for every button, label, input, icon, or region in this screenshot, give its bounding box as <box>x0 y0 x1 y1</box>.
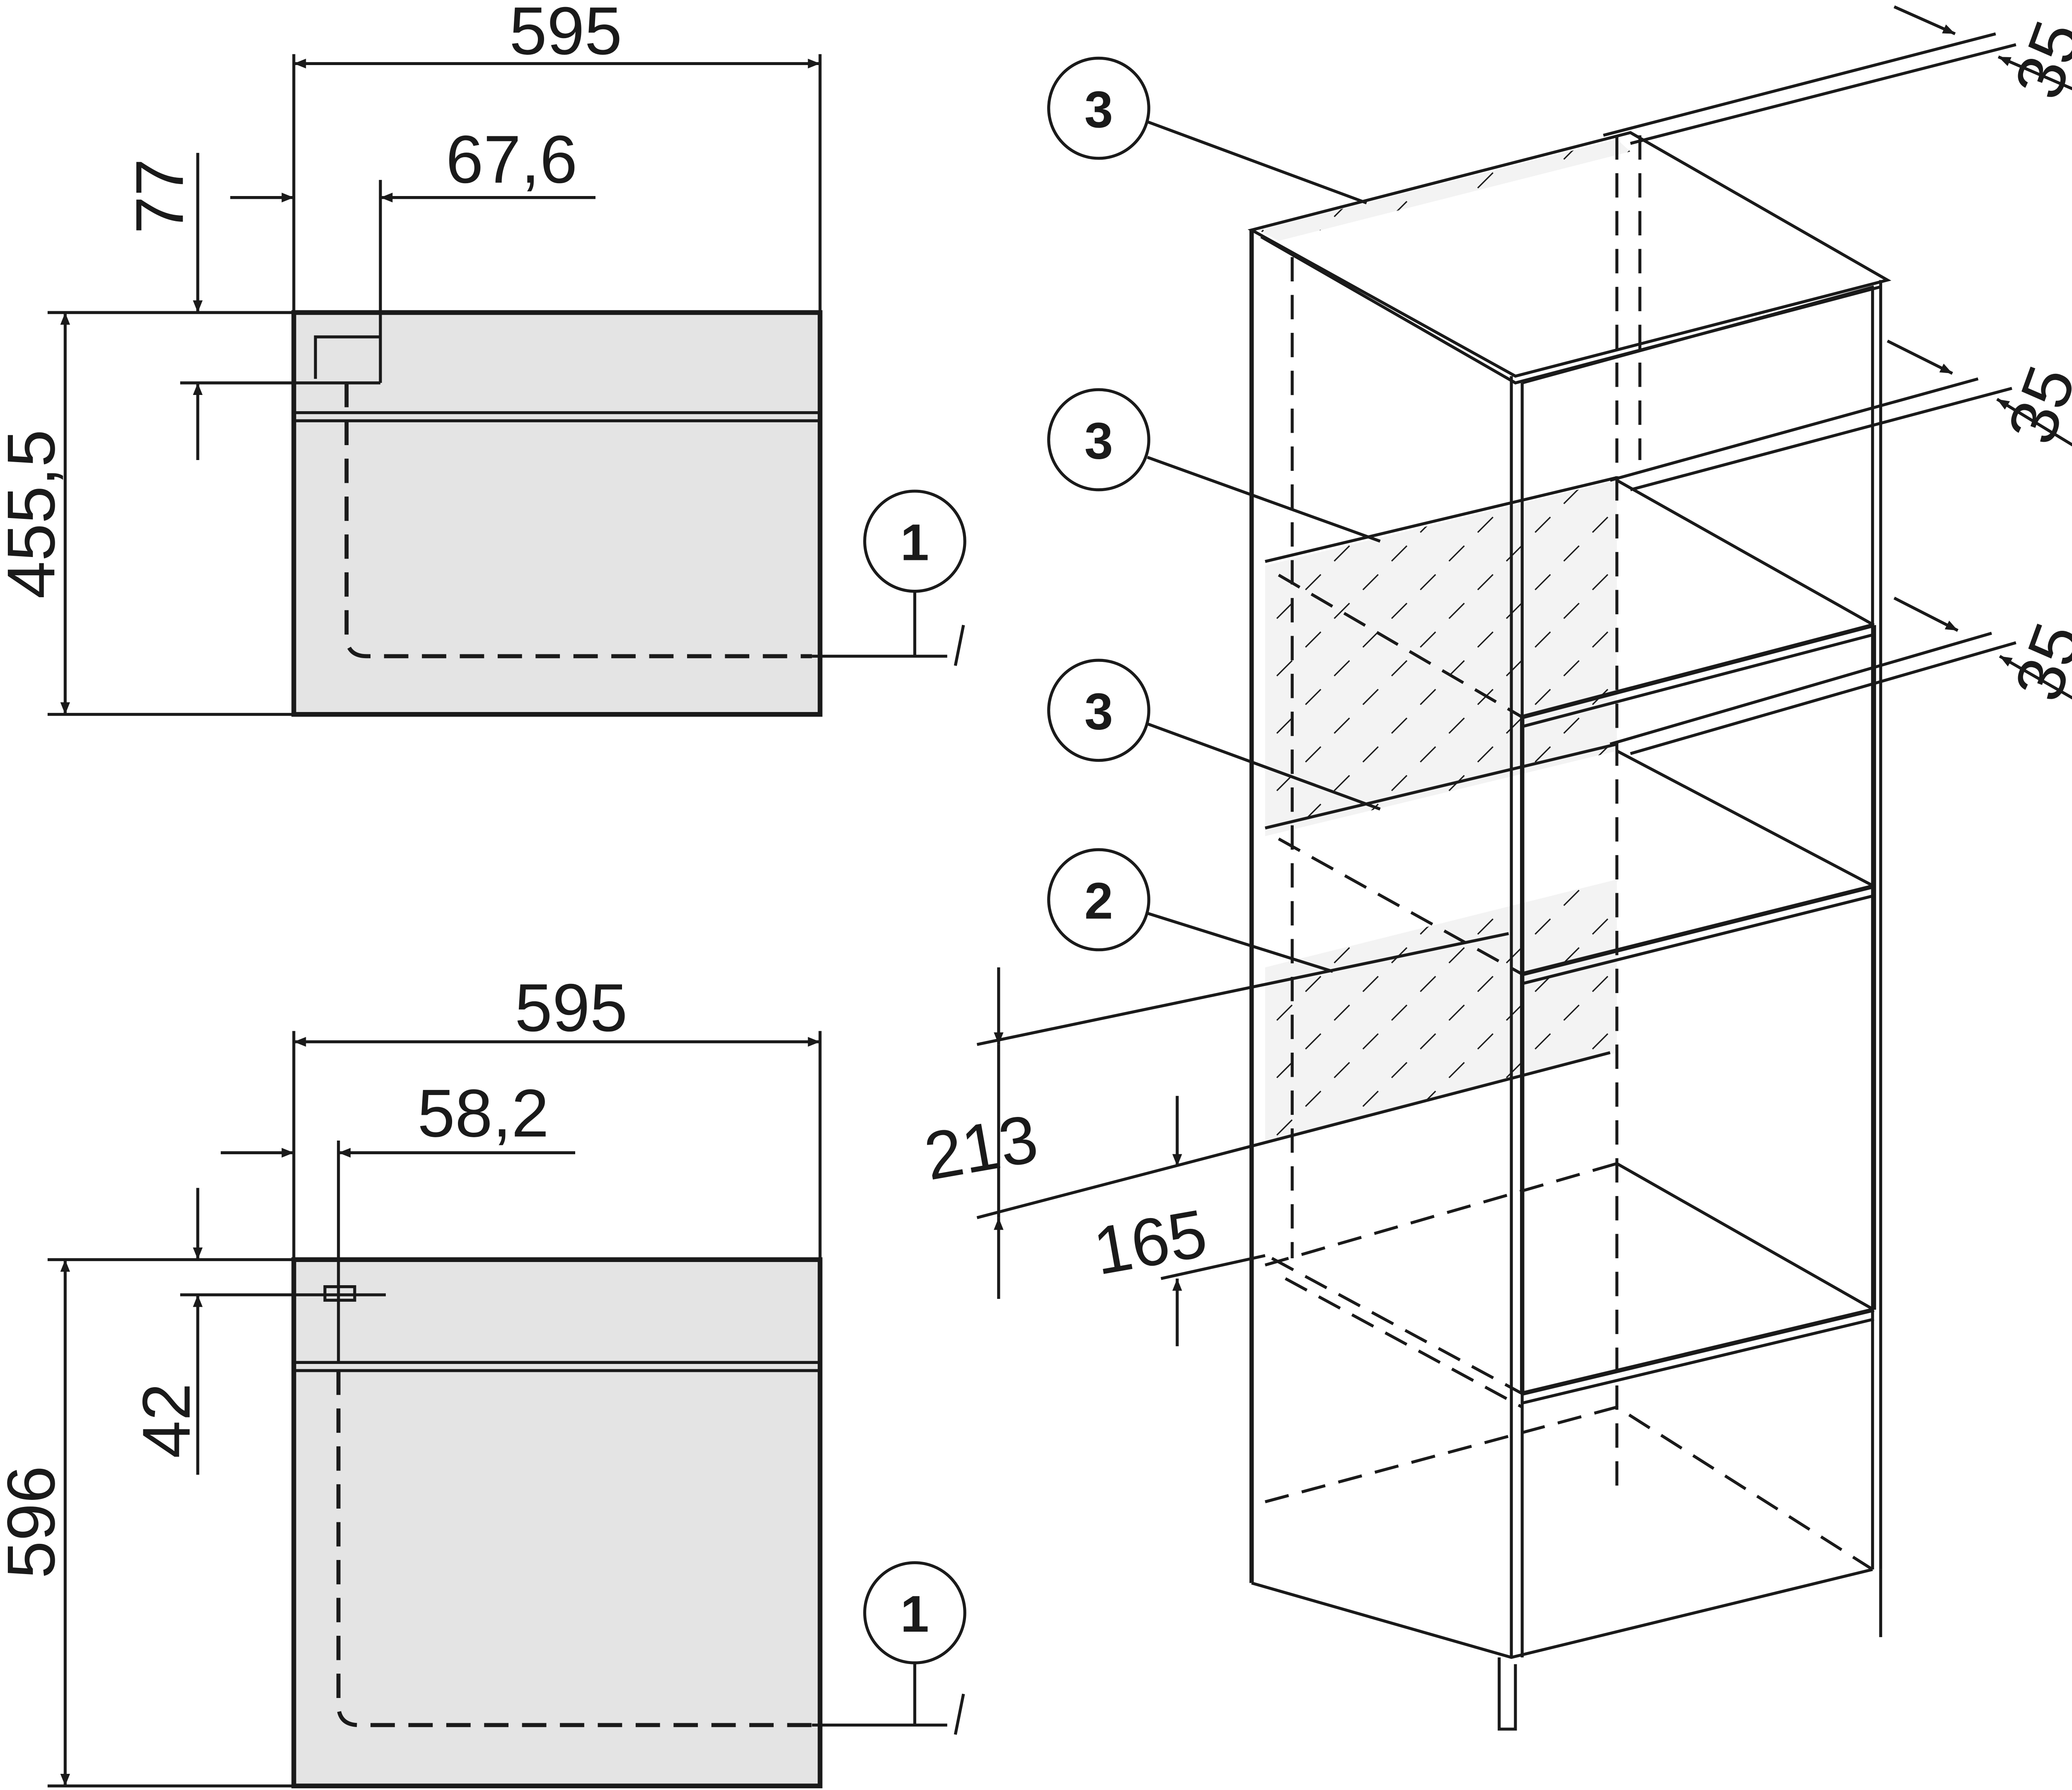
appliance-front <box>291 1257 823 1788</box>
callout-1 <box>863 1561 966 1664</box>
callout-label: 3 <box>1084 413 1113 470</box>
depth-dim-middle: 35 <box>1610 339 2072 492</box>
bottom-front-view: 595 58,2 42 596 1 <box>0 970 966 1788</box>
callout-2 <box>1047 848 1150 952</box>
callout-label: 3 <box>1084 81 1113 138</box>
svg-text:35: 35 <box>1993 356 2072 453</box>
callout-1 <box>863 489 966 593</box>
depth-dim-lower: 35 <box>1610 596 2072 755</box>
svg-text:213: 213 <box>919 1100 1043 1194</box>
callout-3-lower <box>1047 659 1150 762</box>
ventilation-area-upper <box>1265 480 1617 836</box>
dim-offset-y-bottom: 42 <box>128 1383 204 1458</box>
callout-label: 1 <box>900 1586 929 1643</box>
connection-path <box>344 383 812 659</box>
callout-label: 1 <box>900 514 929 572</box>
dim-offset-y-top: 77 <box>121 159 197 234</box>
callout-3-top <box>1047 56 1150 160</box>
callout-label: 3 <box>1084 683 1113 741</box>
svg-text:35: 35 <box>1999 11 2072 108</box>
top-front-view: 595 67,6 77 455,5 1 <box>0 0 966 717</box>
dim-165: 165 <box>1088 1096 1266 1347</box>
connection-path <box>336 1370 812 1727</box>
appliance-front <box>291 310 823 717</box>
dim-width-bottom: 595 <box>515 970 627 1046</box>
dim-offset-x-bottom: 58,2 <box>417 1075 549 1151</box>
dim-height-top: 455,5 <box>0 429 69 598</box>
depth-dim-top: 35 <box>1603 5 2072 145</box>
cabinet-isometric: 3 3 3 2 35 35 35 <box>919 5 2072 1731</box>
callout-label: 2 <box>1084 873 1113 930</box>
ventilation-area-lower <box>1265 879 1617 1141</box>
dim-offset-x-top: 67,6 <box>446 121 578 197</box>
dim-width-top: 595 <box>509 0 622 69</box>
dim-height-bottom: 596 <box>0 1465 69 1578</box>
svg-text:165: 165 <box>1088 1195 1212 1289</box>
svg-text:35: 35 <box>1999 613 2072 710</box>
callout-3-middle <box>1047 388 1150 492</box>
